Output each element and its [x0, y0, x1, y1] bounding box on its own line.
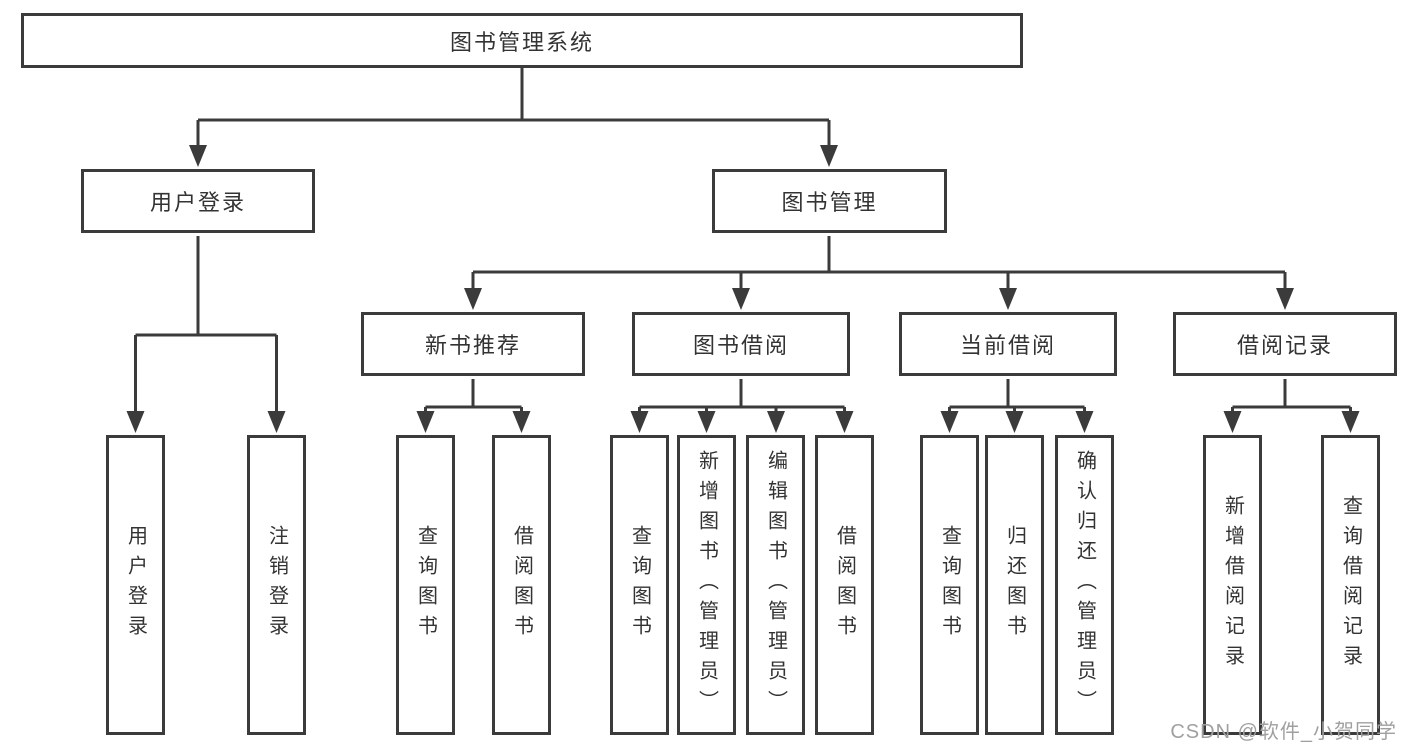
- node-leaf-edit-book-admin: 编辑图书（管理员）: [746, 435, 805, 735]
- node-leaf-query-borrow-record: 查询借阅记录: [1321, 435, 1380, 735]
- node-leaf-logout: 注销登录: [247, 435, 306, 735]
- node-user-login: 用户登录: [81, 169, 315, 233]
- node-label: 查询图书: [414, 525, 437, 645]
- node-label: 确认归还（管理员）: [1073, 450, 1096, 720]
- node-label: 用户登录: [124, 525, 147, 645]
- node-leaf-return-book: 归还图书: [985, 435, 1044, 735]
- node-label: 归还图书: [1003, 525, 1026, 645]
- csdn-watermark: CSDN @软件_小贺同学: [1170, 721, 1397, 743]
- node-new-book-recommend: 新书推荐: [361, 312, 585, 376]
- node-leaf-user-login: 用户登录: [106, 435, 165, 735]
- node-leaf-query-books-3: 查询图书: [920, 435, 979, 735]
- node-leaf-borrow-books-2: 借阅图书: [815, 435, 874, 735]
- arrowheads: [126, 145, 1360, 433]
- node-current-borrow: 当前借阅: [899, 312, 1117, 376]
- node-leaf-borrow-books-1: 借阅图书: [492, 435, 551, 735]
- node-book-borrow: 图书借阅: [632, 312, 850, 376]
- node-label: 借阅图书: [510, 525, 533, 645]
- node-book-management: 图书管理: [712, 169, 947, 233]
- node-leaf-confirm-return-admin: 确认归还（管理员）: [1055, 435, 1114, 735]
- node-label: 编辑图书（管理员）: [764, 450, 787, 720]
- node-leaf-add-book-admin: 新增图书（管理员）: [677, 435, 736, 735]
- node-label: 查询借阅记录: [1339, 495, 1362, 675]
- node-label: 借阅图书: [833, 525, 856, 645]
- node-label: 新增图书（管理员）: [695, 450, 718, 720]
- node-leaf-add-borrow-record: 新增借阅记录: [1203, 435, 1262, 735]
- node-label: 查询图书: [628, 525, 651, 645]
- node-label: 注销登录: [265, 525, 288, 645]
- node-label: 新增借阅记录: [1221, 495, 1244, 675]
- node-root-system: 图书管理系统: [21, 13, 1023, 68]
- node-borrow-records: 借阅记录: [1173, 312, 1397, 376]
- node-leaf-query-books-2: 查询图书: [610, 435, 669, 735]
- node-label: 查询图书: [938, 525, 961, 645]
- node-leaf-query-books-1: 查询图书: [396, 435, 455, 735]
